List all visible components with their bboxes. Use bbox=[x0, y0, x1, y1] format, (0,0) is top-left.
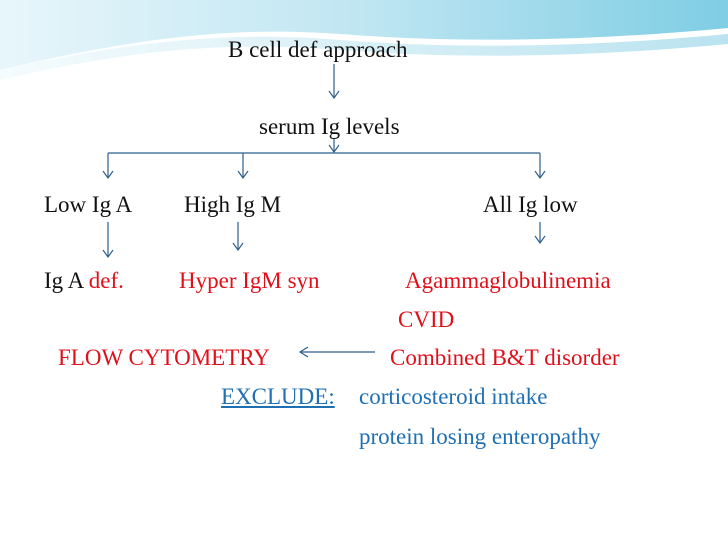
arrow-serum-to-branches bbox=[328, 138, 340, 154]
arrow-to-high-igm bbox=[237, 153, 249, 180]
exclude-corticosteroid: corticosteroid intake bbox=[359, 384, 548, 409]
high-igm-node: High Ig M bbox=[184, 192, 282, 217]
arrow-all-low-to-outcome bbox=[534, 222, 546, 245]
arrow-to-low-iga bbox=[102, 153, 114, 180]
arrow-combined-to-flow bbox=[298, 346, 375, 358]
header-wave-decoration bbox=[0, 0, 728, 80]
serum-ig-levels-node: serum Ig levels bbox=[259, 114, 400, 139]
arrow-low-iga-to-outcome bbox=[102, 222, 114, 259]
all-ig-low-node: All Ig low bbox=[483, 192, 578, 217]
exclude-label: EXCLUDE: bbox=[221, 384, 335, 409]
low-iga-node: Low Ig A bbox=[44, 192, 133, 217]
hyper-igm-node: Hyper IgM syn bbox=[179, 268, 320, 293]
diagram-title: B cell def approach bbox=[228, 37, 408, 62]
exclude-protein-losing: protein losing enteropathy bbox=[359, 424, 601, 449]
agammaglobulinemia-node: Agammaglobulinemia bbox=[405, 268, 611, 293]
arrow-to-all-low bbox=[534, 153, 546, 180]
cvid-node: CVID bbox=[398, 307, 455, 332]
iga-def-node: Ig A def. bbox=[44, 268, 124, 294]
iga-def-prefix: Ig A bbox=[44, 268, 83, 293]
flow-cytometry-node: FLOW CYTOMETRY bbox=[58, 345, 270, 370]
arrow-high-igm-to-outcome bbox=[232, 222, 244, 252]
iga-def-suffix: def. bbox=[88, 268, 124, 293]
combined-bt-node: Combined B&T disorder bbox=[390, 345, 620, 370]
